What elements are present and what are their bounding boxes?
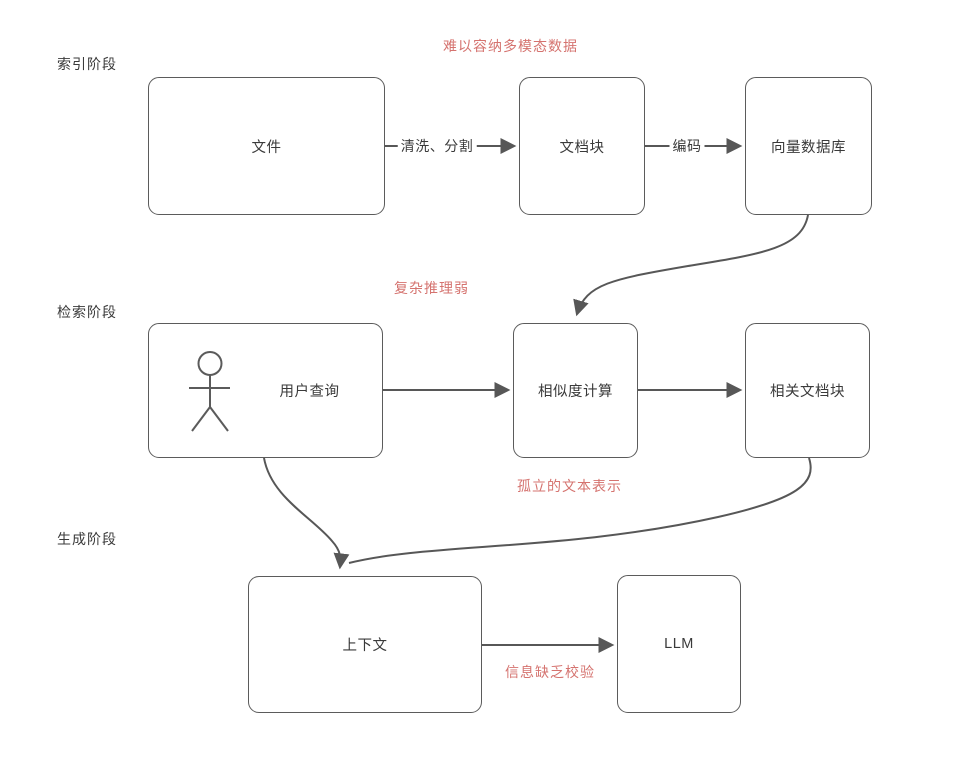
person-icon [189, 351, 230, 432]
edge-label-encode: 编码 [669, 136, 705, 156]
node-doc-chunk: 文档块 [519, 77, 645, 215]
node-user-query-label: 用户查询 [279, 384, 340, 400]
node-similarity: 相似度计算 [513, 323, 638, 458]
stage-label-indexing: 索引阶段 [57, 56, 117, 72]
annotation-isolated-text: 孤立的文本表示 [517, 478, 622, 494]
stage-label-generation: 生成阶段 [57, 531, 117, 547]
annotation-reasoning-weakness: 复杂推理弱 [394, 280, 469, 296]
node-vector-db-label: 向量数据库 [771, 139, 846, 156]
node-vector-db: 向量数据库 [745, 77, 872, 215]
node-doc-chunk-label: 文档块 [559, 139, 605, 156]
edge-label-clean-split: 清洗、分割 [397, 136, 477, 156]
node-context: 上下文 [248, 576, 482, 713]
stage-label-retrieval: 检索阶段 [57, 304, 117, 320]
annotation-verification-weakness: 信息缺乏校验 [505, 664, 595, 680]
node-relevant-chunks-label: 相关文档块 [770, 384, 845, 400]
node-context-label: 上下文 [342, 638, 388, 654]
node-user-query: 用户查询 [148, 323, 383, 458]
edge-relevant-context [348, 457, 812, 564]
node-llm: LLM [617, 575, 741, 713]
node-similarity-label: 相似度计算 [538, 384, 613, 400]
annotation-multimodal-weakness: 难以容纳多模态数据 [443, 38, 578, 54]
node-relevant-chunks: 相关文档块 [745, 323, 870, 458]
edge-vectordb-similarity [573, 214, 809, 317]
node-llm-label: LLM [664, 636, 694, 652]
edge-userquery-context [263, 457, 350, 570]
node-file: 文件 [148, 77, 385, 215]
node-file-label: 文件 [251, 139, 282, 156]
